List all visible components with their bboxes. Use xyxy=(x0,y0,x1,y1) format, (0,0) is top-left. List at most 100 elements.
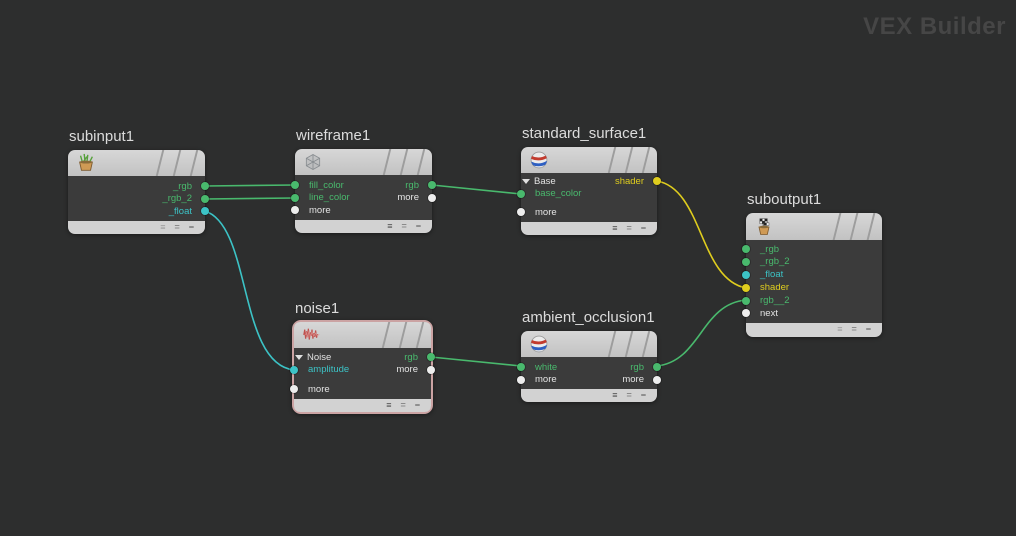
port-row: more xyxy=(517,206,657,219)
node-ambient_occlusion1[interactable]: ambient_occlusion1 white rgb xyxy=(517,309,661,402)
shader-ball-icon xyxy=(530,335,548,353)
port-row: _float xyxy=(68,205,209,218)
output-port-rgb_2[interactable] xyxy=(201,194,209,203)
node-subinput1[interactable]: subinput1 _rgb _rgb_2 xyxy=(68,128,209,234)
badge-minus-icon[interactable]: − xyxy=(414,399,420,410)
badge-list-icon[interactable]: ≡ xyxy=(837,324,843,335)
port-row: rgb__2 xyxy=(742,294,882,307)
node-flags[interactable] xyxy=(822,213,882,240)
wire-ambient_occlusion1-rgb-to-suboutput1-rgb__2[interactable] xyxy=(656,299,747,367)
node-standard_surface1[interactable]: standard_surface1 Base shader xyxy=(517,125,661,235)
input-port-more[interactable] xyxy=(290,385,298,394)
node-noise1[interactable]: noise1 Noise rgb amplitude more xyxy=(290,300,435,414)
badge-equal-icon[interactable]: = xyxy=(851,324,857,335)
node-footer: ≡ = − xyxy=(746,322,882,337)
wire-wireframe1-rgb-to-standard_surface1-base_color[interactable] xyxy=(431,184,522,195)
input-port-more[interactable] xyxy=(517,375,525,384)
node-flags[interactable] xyxy=(145,150,205,176)
input-port-shader[interactable] xyxy=(742,283,750,292)
node-body: _rgb _rgb_2 _float shader rgb__2 next xyxy=(742,240,882,323)
wire-subinput1-rgb-to-wireframe1-fill_color[interactable] xyxy=(204,184,296,187)
badge-list-icon[interactable]: ≡ xyxy=(160,221,166,232)
input-port-white[interactable] xyxy=(517,363,525,372)
collapse-arrow-icon[interactable] xyxy=(295,354,303,360)
badge-equal-icon[interactable]: = xyxy=(626,390,632,400)
port-row: _float xyxy=(742,269,882,282)
badge-list-icon[interactable]: ≡ xyxy=(612,222,618,233)
node-flags[interactable] xyxy=(597,331,657,357)
badge-minus-icon[interactable]: − xyxy=(865,324,871,335)
input-port-next[interactable] xyxy=(742,309,750,318)
subnet-output-icon xyxy=(758,217,770,235)
node-header[interactable] xyxy=(294,322,431,348)
input-port-line_color[interactable] xyxy=(291,193,299,202)
node-header[interactable] xyxy=(295,149,432,175)
subnet-input-icon xyxy=(79,153,93,171)
port-row: _rgb_2 xyxy=(68,193,209,206)
node-title: subinput1 xyxy=(69,128,135,145)
node-body: _rgb _rgb_2 _float xyxy=(68,176,209,221)
input-port-float[interactable] xyxy=(742,270,750,279)
node-wireframe1[interactable]: wireframe1 fill_color rgb xyxy=(291,127,436,233)
input-port-rgb[interactable] xyxy=(742,245,750,254)
input-port-amplitude[interactable] xyxy=(290,365,298,374)
input-port-more[interactable] xyxy=(291,206,299,215)
port-row: Base shader xyxy=(521,175,661,188)
collapse-arrow-icon[interactable] xyxy=(522,178,530,184)
port-row: Noise rgb xyxy=(294,351,435,364)
output-port-rgb[interactable] xyxy=(201,182,209,191)
node-suboutput1[interactable]: suboutput1 _rgb xyxy=(742,191,882,337)
output-port-more[interactable] xyxy=(653,375,661,384)
badge-minus-icon[interactable]: − xyxy=(415,220,421,231)
output-port-more[interactable] xyxy=(428,193,436,202)
node-body: fill_color rgb line_color more more xyxy=(291,175,436,220)
badge-list-icon[interactable]: ≡ xyxy=(386,399,392,410)
input-port-rgb_2[interactable] xyxy=(742,258,750,267)
wireframe-cube-icon xyxy=(305,154,321,170)
node-body: white rgb more more xyxy=(517,357,661,389)
badge-equal-icon[interactable]: = xyxy=(401,220,407,231)
wire-subinput1-float-to-noise1-amplitude[interactable] xyxy=(204,210,295,371)
input-port-base_color[interactable] xyxy=(517,189,525,198)
output-port-rgb[interactable] xyxy=(428,181,436,190)
node-footer: ≡ = − xyxy=(295,219,432,233)
wire-standard_surface1-shader-to-suboutput1-shader[interactable] xyxy=(656,180,747,289)
node-title: ambient_occlusion1 xyxy=(522,309,655,326)
wire-noise1-rgb-to-ambient_occlusion1-white[interactable] xyxy=(430,356,522,367)
input-port-fill_color[interactable] xyxy=(291,181,299,190)
badge-minus-icon[interactable]: − xyxy=(640,390,646,400)
node-footer: ≡ = − xyxy=(68,220,205,234)
badge-minus-icon[interactable]: − xyxy=(640,222,646,233)
node-header[interactable] xyxy=(68,150,205,176)
badge-list-icon[interactable]: ≡ xyxy=(612,390,618,400)
network-type-watermark: VEX Builder xyxy=(863,13,1006,40)
output-port-more[interactable] xyxy=(427,365,435,374)
badge-equal-icon[interactable]: = xyxy=(174,221,180,232)
port-row: shader xyxy=(742,281,882,294)
node-header[interactable] xyxy=(521,331,657,357)
badge-list-icon[interactable]: ≡ xyxy=(387,220,393,231)
node-header[interactable] xyxy=(746,213,882,240)
badge-equal-icon[interactable]: = xyxy=(400,399,406,410)
noise-waveform-icon xyxy=(303,328,320,340)
port-row: _rgb xyxy=(742,243,882,256)
badge-minus-icon[interactable]: − xyxy=(188,221,194,232)
output-port-rgb[interactable] xyxy=(653,363,661,372)
input-port-rgb__2[interactable] xyxy=(742,296,750,305)
node-flags[interactable] xyxy=(371,322,431,348)
node-flags[interactable] xyxy=(597,147,657,173)
node-body: Base shader base_color more xyxy=(517,173,661,222)
output-port-shader[interactable] xyxy=(653,177,661,186)
wire-subinput1-rgb_2-to-wireframe1-line_color[interactable] xyxy=(204,197,296,200)
output-port-rgb[interactable] xyxy=(427,353,435,362)
node-flags[interactable] xyxy=(372,149,432,175)
port-row: _rgb xyxy=(68,180,209,193)
port-row: amplitude more xyxy=(290,364,435,377)
badge-equal-icon[interactable]: = xyxy=(626,222,632,233)
node-header[interactable] xyxy=(521,147,657,173)
input-port-more[interactable] xyxy=(517,208,525,217)
port-row: line_color more xyxy=(291,192,436,205)
output-port-float[interactable] xyxy=(201,207,209,216)
